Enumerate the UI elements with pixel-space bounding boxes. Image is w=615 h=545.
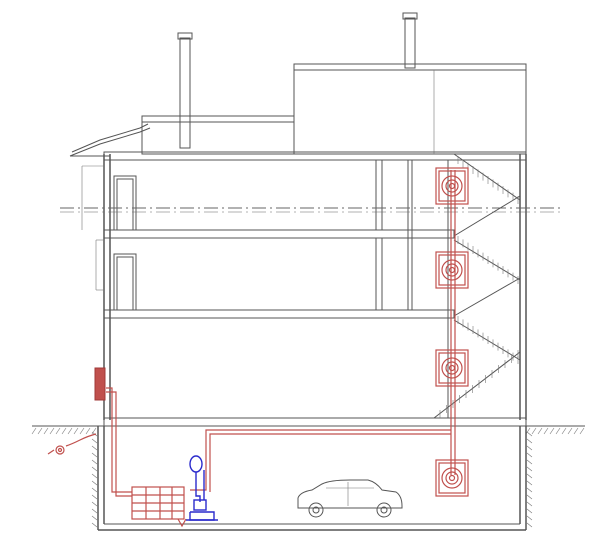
chimney-right-icon xyxy=(402,12,418,69)
radiator-2 xyxy=(435,251,469,289)
pitched-roof xyxy=(69,123,151,157)
basement xyxy=(91,426,533,531)
staircase-icon xyxy=(433,153,521,419)
heating-riser-pipe xyxy=(450,170,456,475)
radiator-1 xyxy=(435,167,469,205)
heating-supply-pipe xyxy=(190,429,451,492)
ground-line xyxy=(31,425,585,435)
radiator-4 xyxy=(435,459,469,497)
wall-heater-icon xyxy=(94,367,106,401)
boiler-icon xyxy=(131,486,187,528)
radiator-icon xyxy=(435,167,469,497)
fuel-inlet-pipe xyxy=(47,433,97,455)
radiator-3 xyxy=(435,349,469,387)
car-icon xyxy=(297,479,403,518)
main-structure xyxy=(81,151,527,427)
wall-heater-pipe xyxy=(106,387,132,497)
chimney-left-icon xyxy=(177,32,193,149)
pressure-vessel-icon xyxy=(186,455,218,521)
upper-volume xyxy=(141,63,527,155)
